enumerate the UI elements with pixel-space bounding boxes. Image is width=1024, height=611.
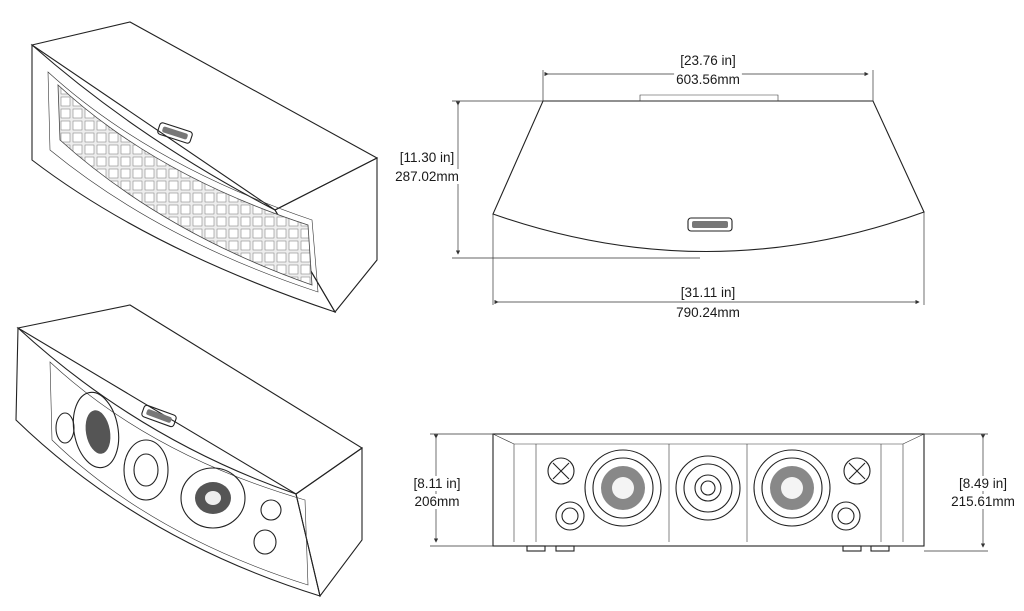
top-width-in-label: [23.76 in] bbox=[680, 53, 736, 68]
overall-width-in-label: [31.11 in] bbox=[681, 285, 736, 300]
iso-view-grille bbox=[30, 21, 379, 313]
top-view: [23.76 in] 603.56mm [11.30 in] 287.02mm … bbox=[393, 53, 925, 320]
front-height-in-label: [8.11 in] bbox=[413, 476, 460, 491]
overall-width-mm-label: 790.24mm bbox=[676, 305, 740, 320]
iso-view-drivers bbox=[15, 304, 364, 598]
woofer-right bbox=[753, 449, 831, 527]
logo-badge bbox=[157, 122, 193, 144]
rear-height-in-label: [8.49 in] bbox=[959, 476, 1007, 491]
top-width-mm-label: 603.56mm bbox=[676, 72, 740, 87]
tweeter-right bbox=[843, 457, 871, 485]
tweeter-left bbox=[547, 457, 575, 485]
depth-in-label: [11.30 in] bbox=[400, 150, 455, 165]
front-view: [8.11 in] 206mm [8.49 in] 215.61mm bbox=[411, 433, 1017, 552]
rear-height-mm-label: 215.61mm bbox=[951, 494, 1015, 509]
grille-mesh bbox=[57, 84, 313, 286]
front-height-mm-label: 206mm bbox=[414, 494, 459, 509]
woofer-left bbox=[584, 449, 662, 527]
depth-mm-label: 287.02mm bbox=[395, 169, 459, 184]
midrange-center bbox=[675, 455, 741, 521]
